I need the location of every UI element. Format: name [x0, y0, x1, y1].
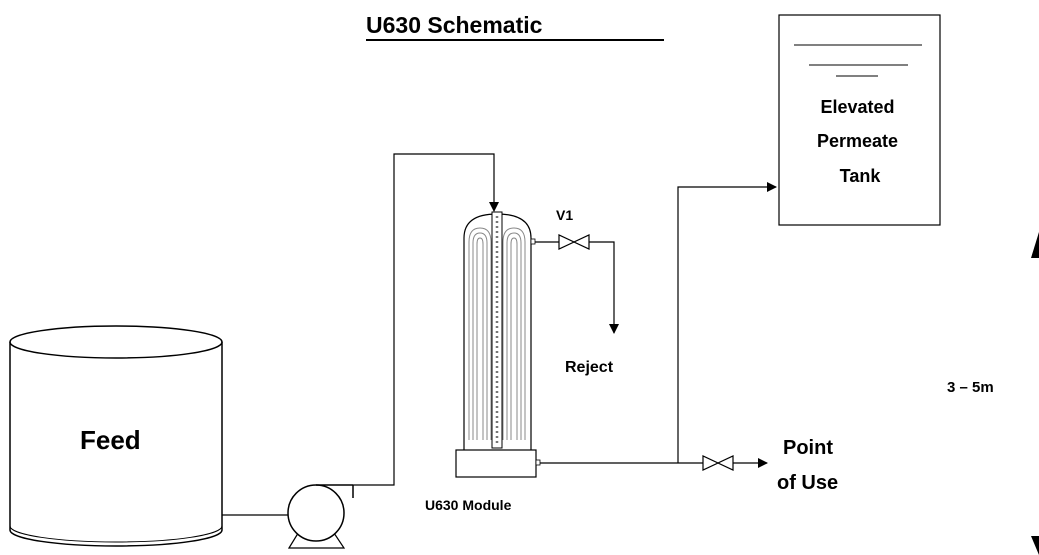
point-of-use-label: Point of Use — [777, 437, 839, 494]
feed-label: Feed — [80, 425, 141, 455]
point-of-use-line1: Point — [783, 437, 833, 459]
pump-icon — [287, 484, 354, 549]
reject-pipe-b — [589, 241, 619, 334]
feed-tank — [9, 325, 223, 547]
permeate-to-tank-pipe — [677, 182, 777, 463]
point-of-use-valve-icon[interactable] — [702, 455, 734, 471]
height-arrow-down — [1031, 536, 1039, 555]
u630-module — [455, 211, 541, 478]
point-of-use-line2: of Use — [777, 472, 838, 494]
tank-label-line1: Elevated — [820, 97, 894, 117]
valve-v1-label: V1 — [556, 207, 573, 223]
tank-label-line2: Permeate — [817, 131, 898, 151]
height-arrow-up — [1031, 232, 1039, 258]
height-label: 3 – 5m — [947, 379, 994, 396]
module-label: U630 Module — [425, 497, 512, 513]
valve-v1-icon[interactable] — [558, 234, 590, 250]
pump-to-module-pipe — [353, 153, 499, 486]
permeate-tank — [778, 14, 941, 226]
permeate-tank-label: Elevated Permeate Tank — [817, 97, 903, 186]
diagram-title: U630 Schematic — [366, 12, 543, 38]
tank-label-line3: Tank — [840, 166, 882, 186]
reject-label: Reject — [565, 359, 614, 376]
